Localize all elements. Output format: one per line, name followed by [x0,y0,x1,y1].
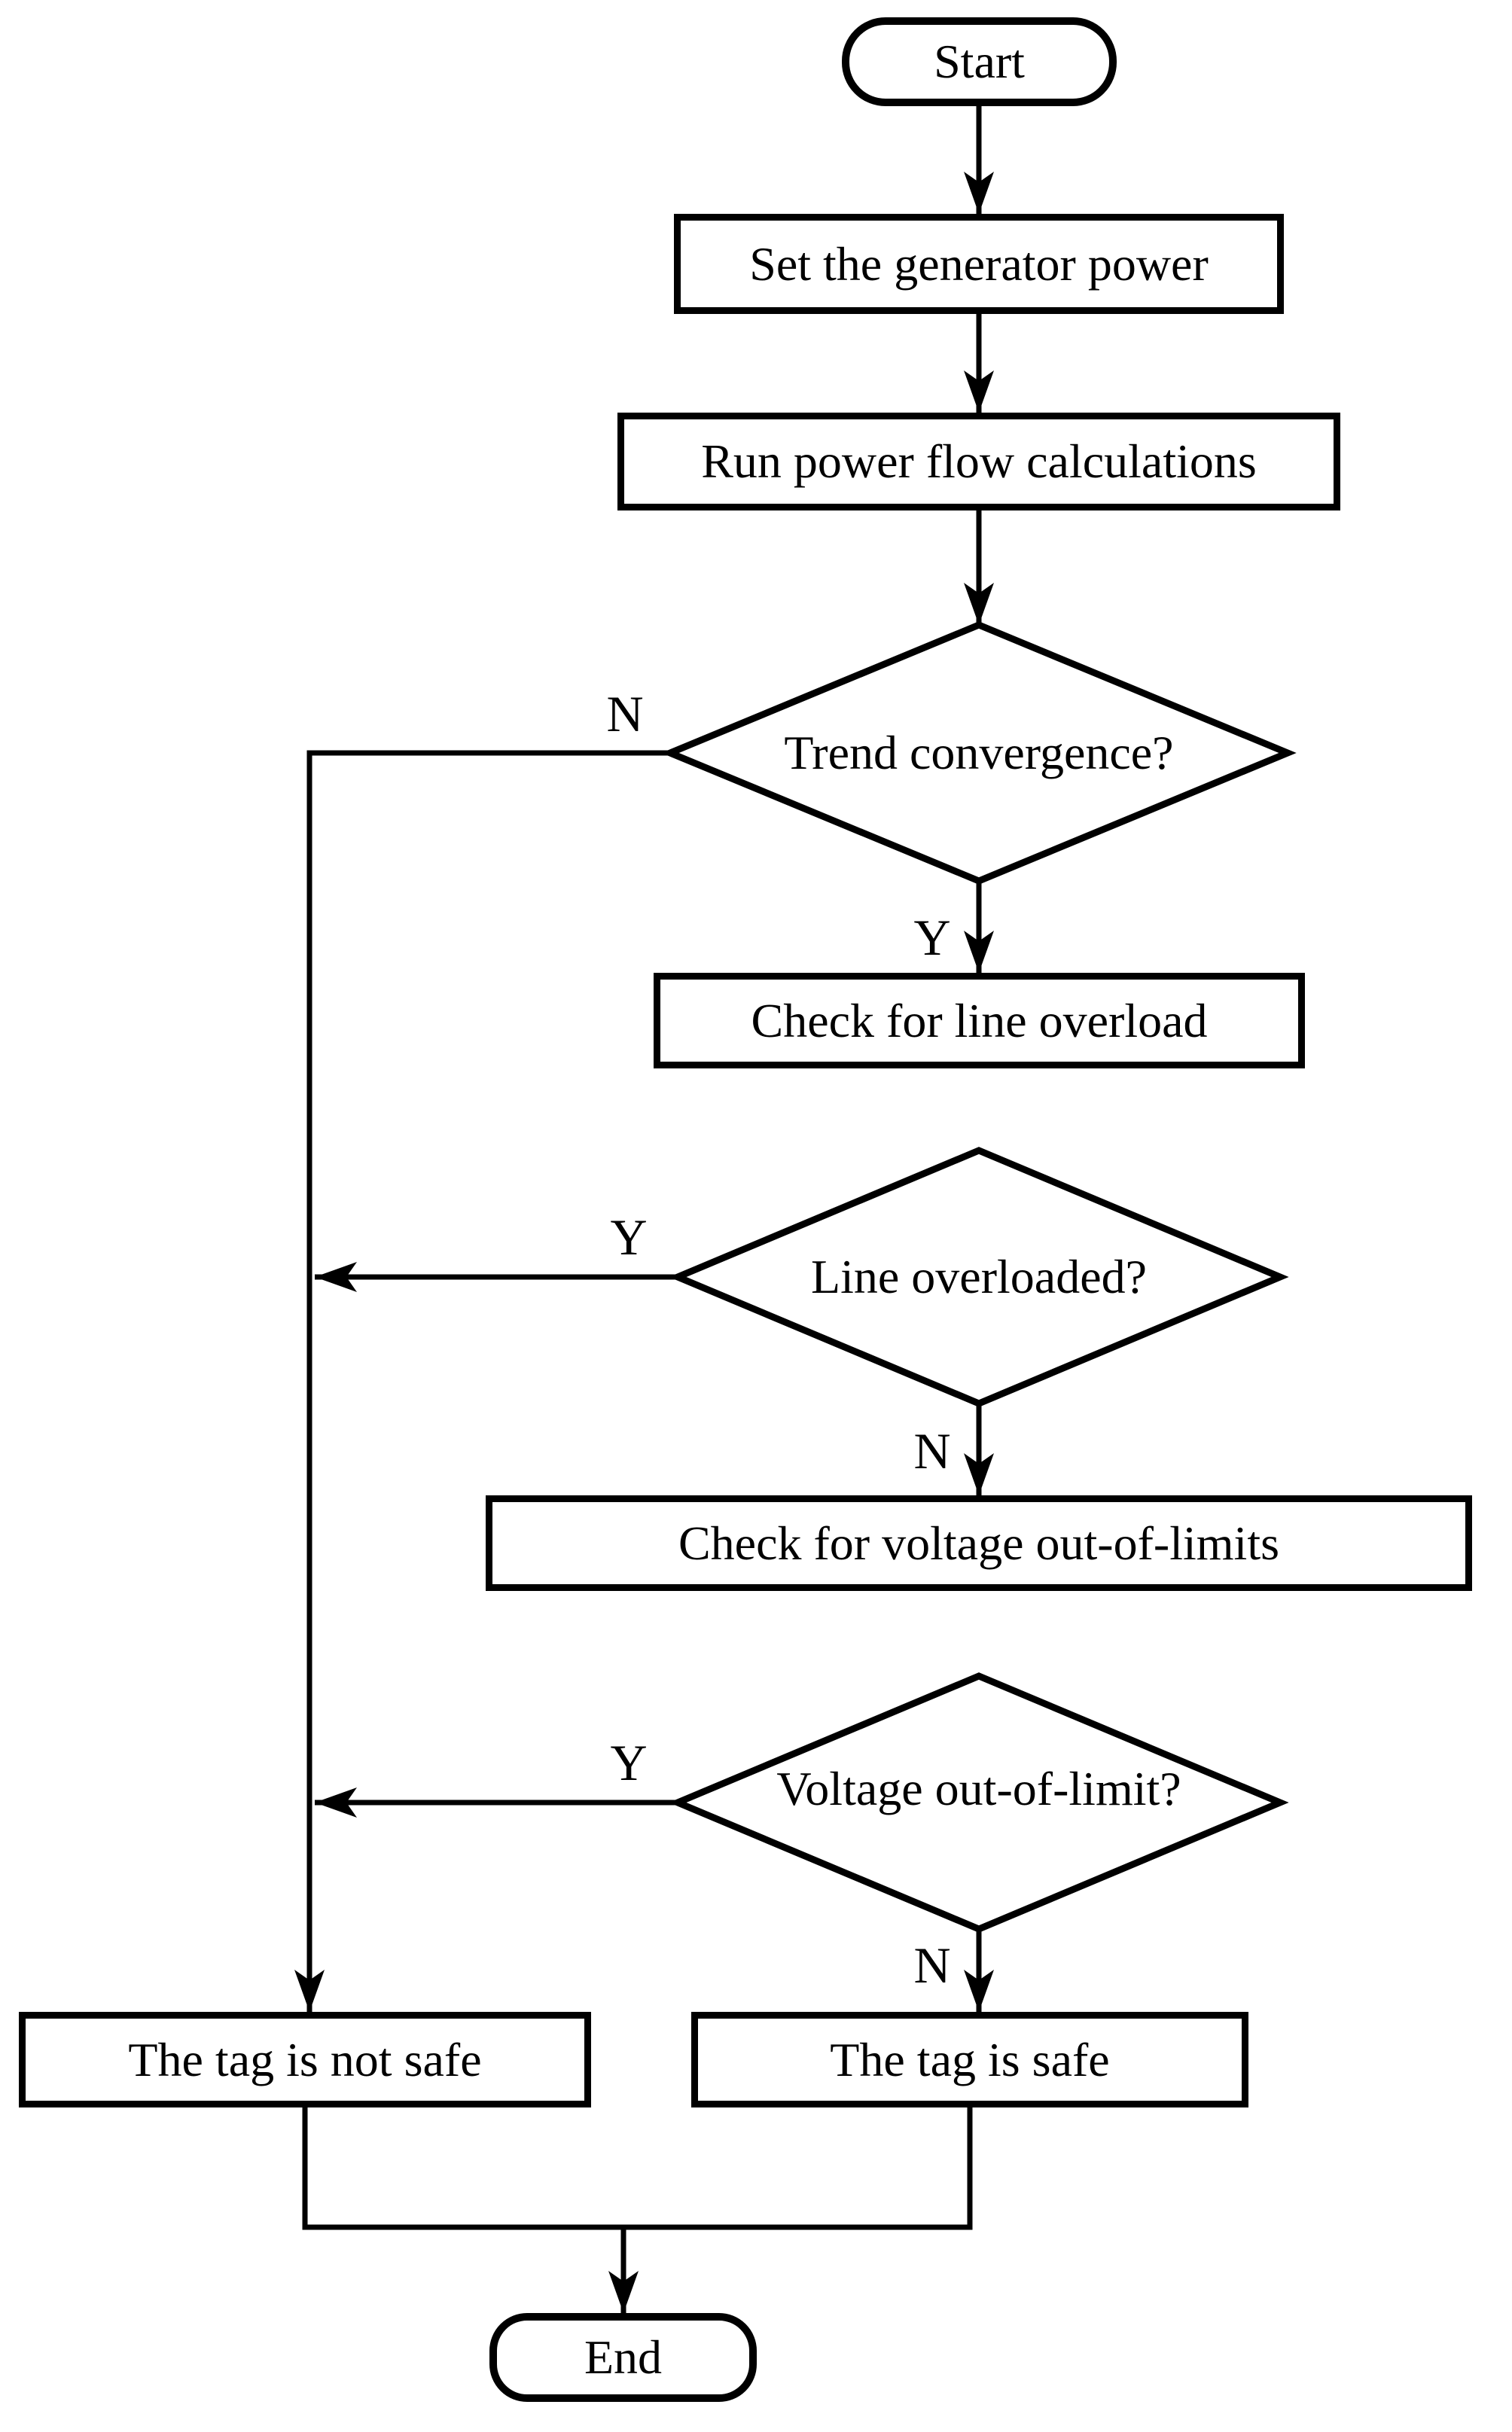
trend-yes-text: Y [913,909,951,966]
tag-safe-label: The tag is safe [830,2032,1110,2086]
voltage-no-label: N [913,1940,950,1991]
start-node: Start [842,17,1117,106]
trend-no-label: N [606,688,643,739]
voltage-yes-text: Y [610,1734,648,1791]
overload-no-text: N [913,1422,951,1480]
voltage-no-text: N [913,1937,951,1994]
voltage-out-of-limit-diamond [669,1672,1289,1933]
trend-no-text: N [606,685,644,742]
voltage-yes-label: Y [610,1737,647,1788]
line-overloaded-diamond [669,1147,1289,1407]
check-voltage-label: Check for voltage out-of-limits [678,1516,1280,1570]
overload-yes-label: Y [610,1211,647,1263]
run-power-flow-label: Run power flow calculations [701,434,1257,488]
run-power-flow-node: Run power flow calculations [617,413,1340,510]
check-line-overload-node: Check for line overload [654,973,1305,1068]
tag-not-safe-node: The tag is not safe [19,2012,591,2107]
start-label: Start [934,35,1025,88]
tag-safe-node: The tag is safe [691,2012,1248,2107]
end-label: End [584,2330,663,2384]
check-voltage-node: Check for voltage out-of-limits [486,1495,1472,1591]
trend-convergence-diamond [661,621,1297,885]
overload-yes-text: Y [610,1208,648,1266]
check-line-overload-label: Check for line overload [751,993,1208,1047]
overload-no-label: N [913,1425,950,1477]
edge-merge-to-end-rail [302,2107,973,2230]
tag-not-safe-label: The tag is not safe [128,2032,482,2086]
set-generator-power-label: Set the generator power [749,236,1209,291]
trend-yes-label: Y [913,912,950,963]
end-node: End [489,2313,757,2402]
set-generator-power-node: Set the generator power [674,214,1284,314]
edge-trend-no-trunk [294,750,670,2012]
